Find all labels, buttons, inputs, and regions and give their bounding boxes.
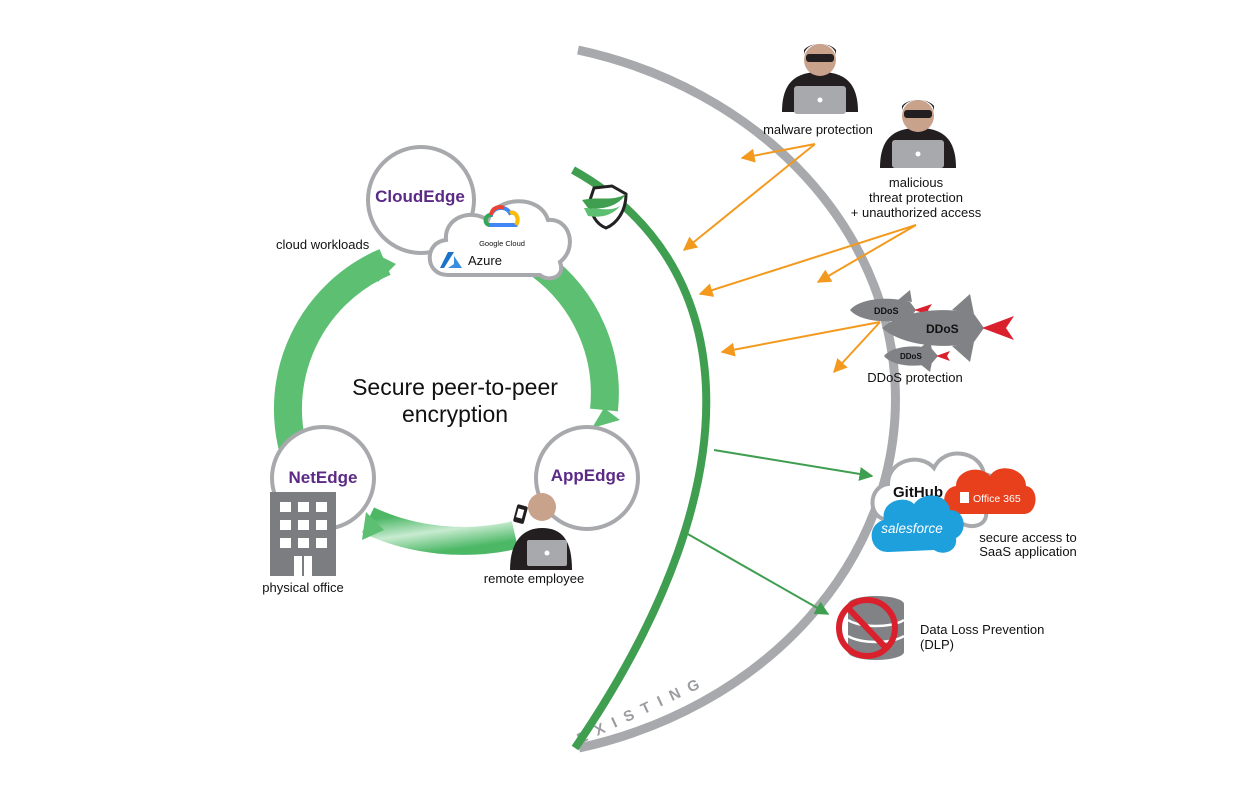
person-laptop-icon — [510, 493, 572, 570]
hacker-icon — [782, 44, 858, 114]
svg-text:DDoS: DDoS — [900, 352, 922, 361]
azure-label: Azure — [468, 253, 502, 268]
saas-label-line2: SaaS application — [979, 544, 1077, 559]
malware-protection-label: malware protection — [763, 122, 873, 137]
cloud-providers-cloud: Google Cloud Azure — [427, 199, 572, 281]
center-title-line2: encryption — [402, 401, 508, 427]
salesforce-logo: salesforce — [881, 521, 943, 536]
saas-apps: GitHub Office 365 salesforce — [870, 451, 1036, 553]
database-blocked-icon — [836, 596, 905, 660]
physical-office-label: physical office — [262, 580, 343, 595]
malicious-label-line2: threat protection — [869, 190, 963, 205]
appedge-node: AppEdge — [534, 425, 640, 531]
missile-icon: DDoS DDoS DDoS — [850, 290, 1014, 372]
ddos-protection-label: DDoS protection — [867, 370, 962, 385]
azure-icon — [440, 252, 462, 268]
google-cloud-icon — [483, 205, 520, 227]
svg-text:DDoS: DDoS — [926, 322, 959, 336]
malicious-label-line1: malicious — [889, 175, 944, 190]
salesforce-logo-cloud — [871, 495, 964, 553]
existing-perimeter-arc — [577, 45, 900, 753]
cloudedge-label: CloudEdge — [375, 187, 465, 206]
google-cloud-label: Google Cloud — [479, 239, 525, 248]
netedge-label: NetEdge — [289, 468, 358, 487]
threat-arrows — [682, 143, 917, 374]
saas-label-line1: secure access to — [979, 530, 1077, 545]
hacker-icon-2 — [880, 100, 956, 168]
shield-icon — [582, 184, 628, 230]
center-title-line1: Secure peer-to-peer — [352, 374, 558, 400]
dlp-label-line2: (DLP) — [920, 637, 954, 652]
access-arrows — [685, 449, 874, 615]
office-building-icon — [270, 492, 336, 576]
appedge-label: AppEdge — [551, 466, 626, 485]
office365-label: Office 365 — [973, 493, 1021, 505]
remote-employee-label: remote employee — [484, 571, 584, 586]
cloud-workloads-label: cloud workloads — [276, 237, 370, 252]
svg-text:DDoS: DDoS — [874, 306, 899, 316]
office365-logo — [960, 492, 969, 503]
dlp-label-line1: Data Loss Prevention — [920, 622, 1044, 637]
shield-perimeter-arc — [571, 166, 711, 751]
malicious-label-line3: + unauthorized access — [851, 205, 982, 220]
